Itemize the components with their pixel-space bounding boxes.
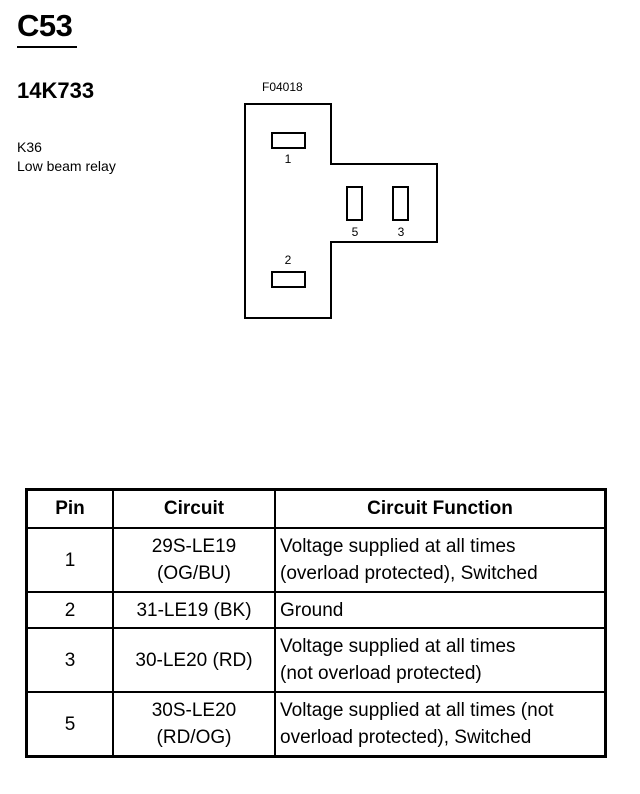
component-description: K36 Low beam relay <box>17 138 116 176</box>
table-row: 3 30-LE20 (RD) Voltage supplied at all t… <box>25 627 607 693</box>
pin-cell: 5 <box>25 691 114 758</box>
pin-label-3: 3 <box>398 225 405 239</box>
connector-outline <box>244 103 438 319</box>
table-row: 5 30S-LE20 (RD/OG) Voltage supplied at a… <box>25 691 607 758</box>
connector-id: C53 <box>17 8 73 43</box>
connector-face-diagram: 1 5 3 2 <box>244 103 438 319</box>
pin-cell: 2 <box>25 591 114 629</box>
pin-label-2: 2 <box>285 253 292 267</box>
circuit-cell: 30-LE20 (RD) <box>112 627 276 693</box>
function-cell: Voltage supplied at all times (not overl… <box>274 691 607 758</box>
function-cell: Voltage supplied at all times (overload … <box>274 527 607 593</box>
header-circuit-function: Circuit Function <box>274 488 607 529</box>
terminal-2 <box>271 271 306 288</box>
component-code: K36 <box>17 139 42 155</box>
pin-table: Pin Circuit Circuit Function 1 29S-LE19 … <box>25 488 607 758</box>
pin-label-5: 5 <box>352 225 359 239</box>
terminal-1 <box>271 132 306 149</box>
table-row: 2 31-LE19 (BK) Ground <box>25 591 607 629</box>
circuit-cell: 30S-LE20 (RD/OG) <box>112 691 276 758</box>
title-underline <box>17 46 77 48</box>
header-circuit: Circuit <box>112 488 276 529</box>
function-cell: Ground <box>274 591 607 629</box>
figure-id: F04018 <box>262 80 303 94</box>
pin-label-1: 1 <box>285 152 292 166</box>
circuit-cell: 29S-LE19 (OG/BU) <box>112 527 276 593</box>
terminal-5 <box>346 186 363 221</box>
part-number: 14K733 <box>17 78 95 103</box>
pin-cell: 3 <box>25 627 114 693</box>
table-header-row: Pin Circuit Circuit Function <box>25 488 607 529</box>
table-row: 1 29S-LE19 (OG/BU) Voltage supplied at a… <box>25 527 607 593</box>
pin-cell: 1 <box>25 527 114 593</box>
function-cell: Voltage supplied at all times (not overl… <box>274 627 607 693</box>
component-name: Low beam relay <box>17 158 116 174</box>
circuit-cell: 31-LE19 (BK) <box>112 591 276 629</box>
terminal-3 <box>392 186 409 221</box>
header-pin: Pin <box>25 488 114 529</box>
